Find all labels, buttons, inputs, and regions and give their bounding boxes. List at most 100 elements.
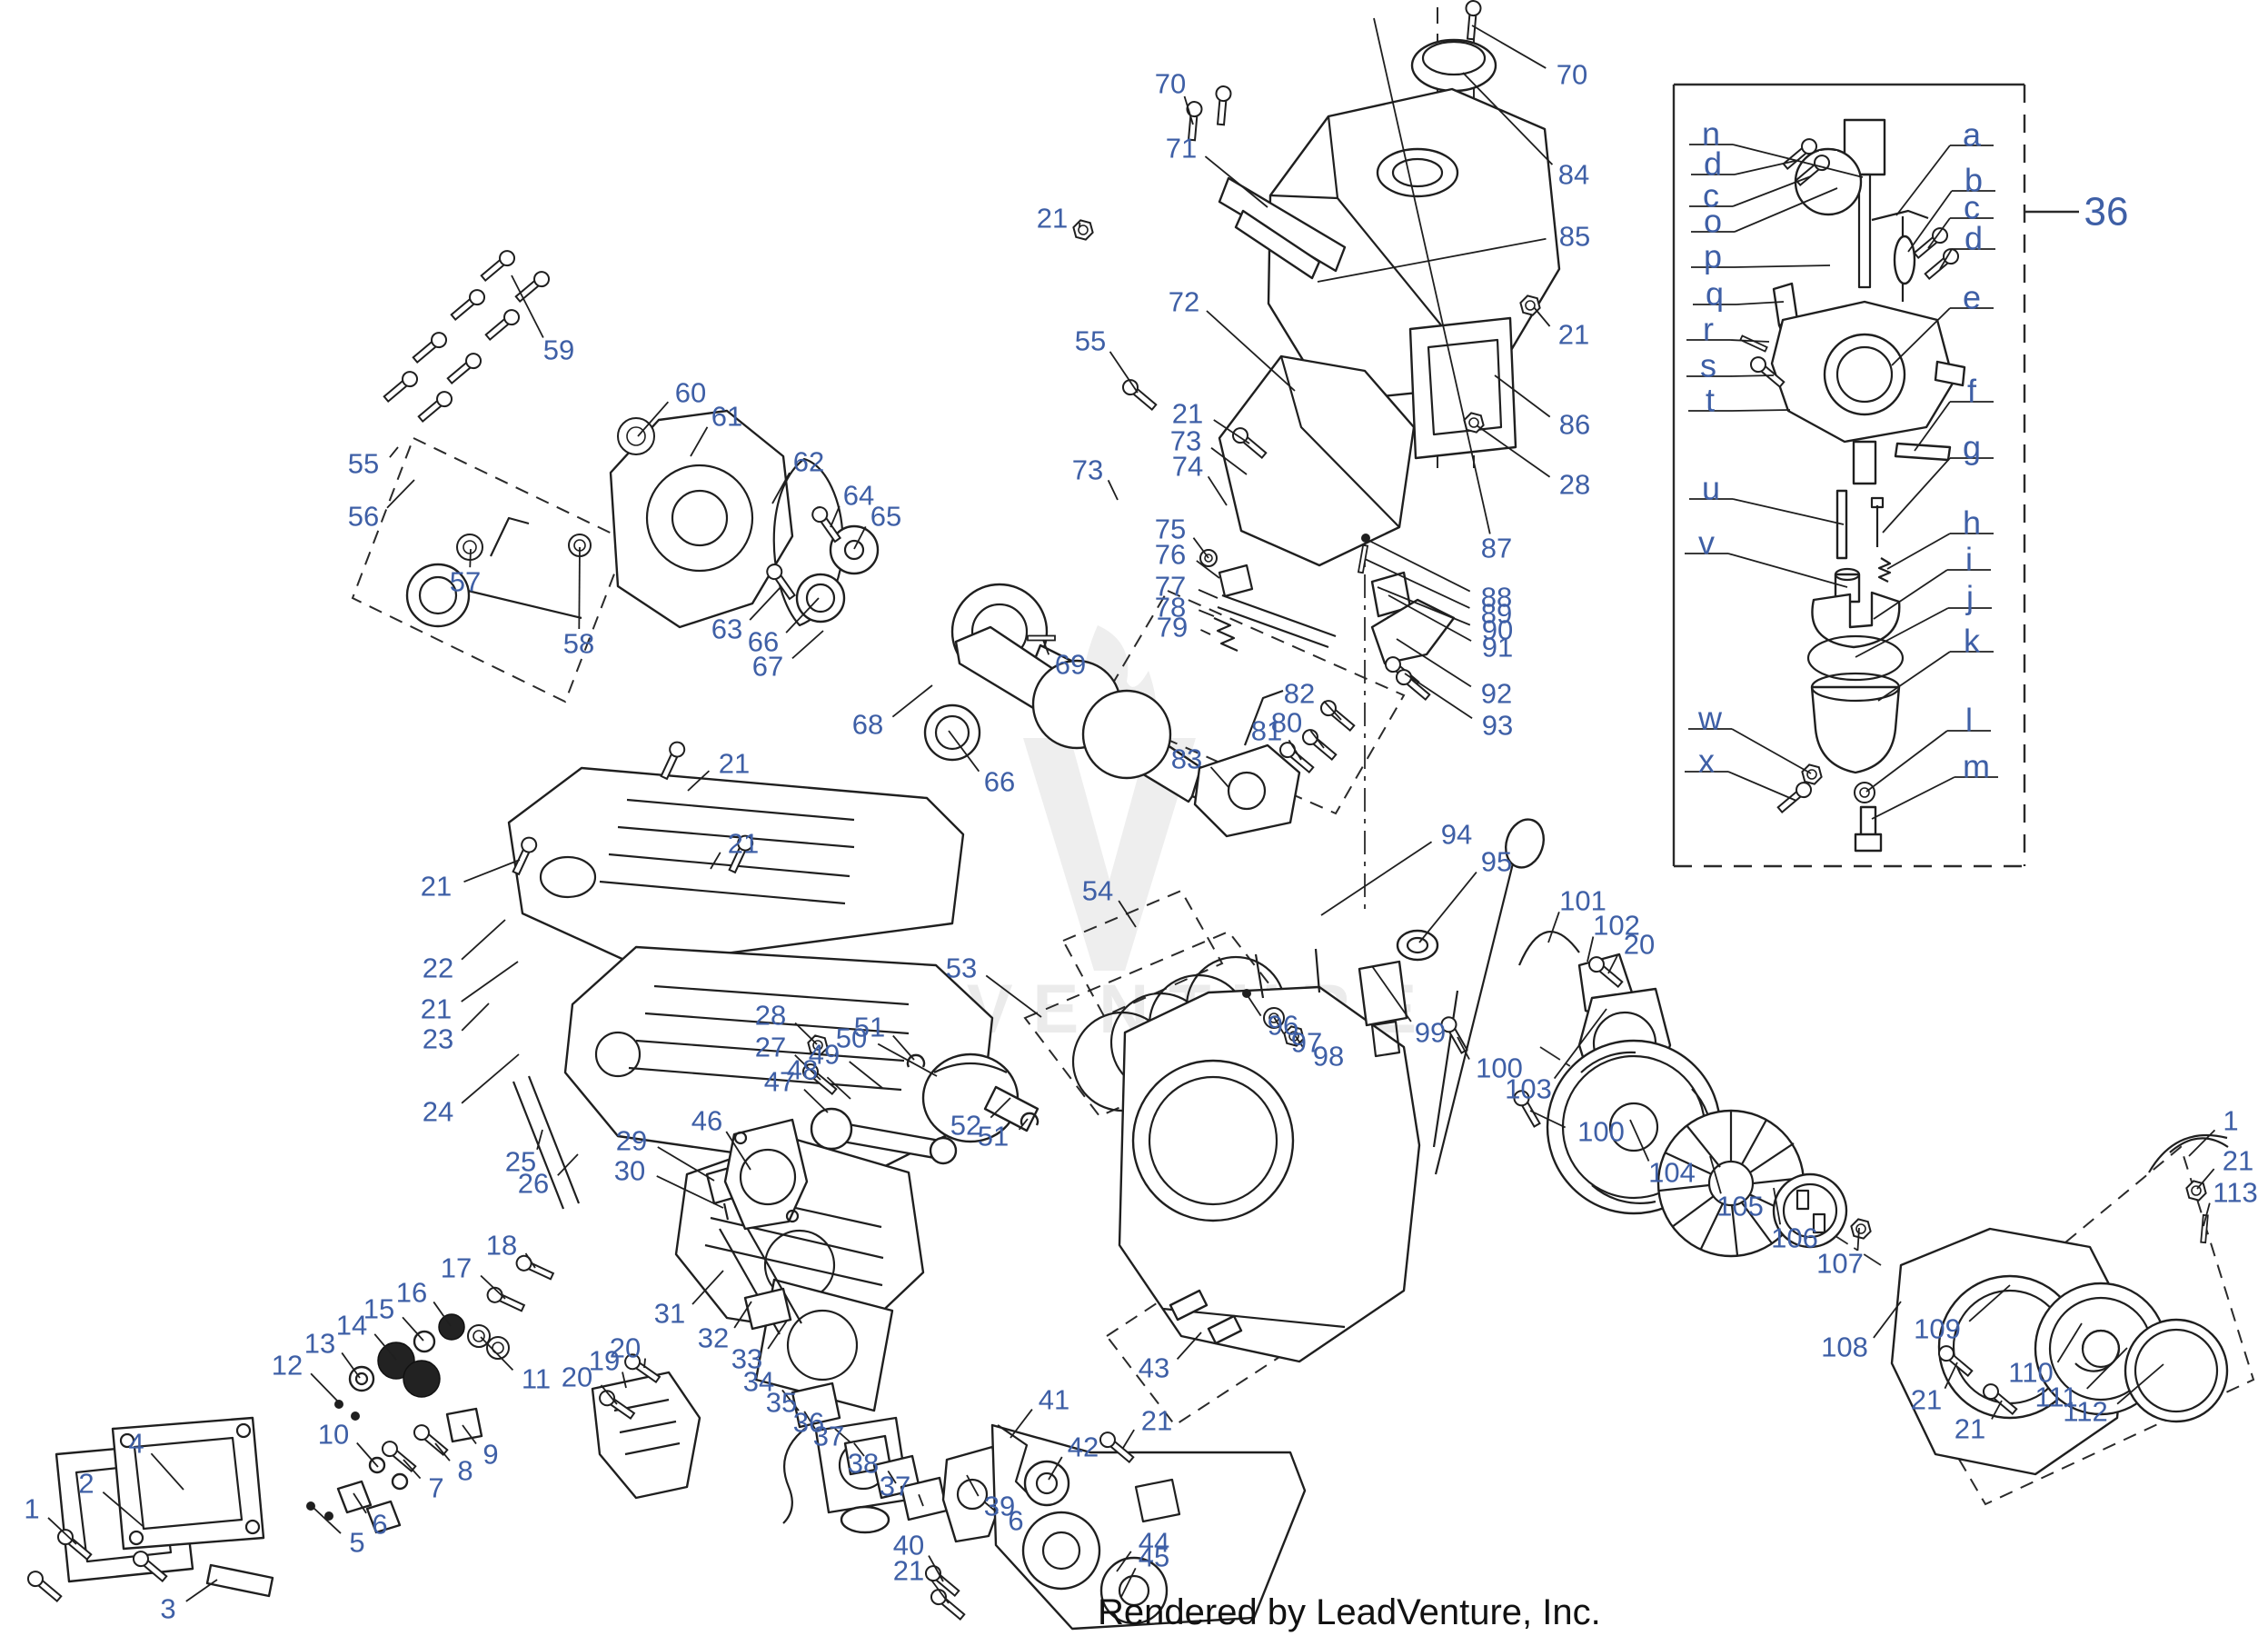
leader-line (1471, 25, 1547, 69)
dashed-box-68 (1096, 589, 1406, 815)
part-label-62: 62 (793, 446, 824, 478)
inset-number-label: 36 (2084, 190, 2129, 234)
dashed-box-54 (1061, 889, 1224, 1018)
part-label-9: 9 (482, 1439, 498, 1471)
bolt-icon (514, 271, 551, 304)
spring-retainer (348, 1365, 375, 1392)
part-label-75: 75 (1155, 514, 1186, 545)
leader-line (461, 1003, 490, 1032)
leader-line (725, 1131, 751, 1171)
breather-hose (1517, 931, 1580, 966)
part-label-21: 21 (893, 1555, 924, 1587)
insulator-gasket (791, 1382, 841, 1429)
leader-line (1494, 374, 1551, 418)
part-label-66: 66 (984, 766, 1015, 798)
carb-letter-q: q (1706, 275, 1724, 313)
leader-line (1010, 1408, 1033, 1439)
leader-line (462, 1424, 477, 1445)
part-label-98: 98 (1313, 1041, 1344, 1072)
carb-letter-u: u (1702, 470, 1720, 507)
leader-line (1895, 145, 1951, 216)
part-label-74: 74 (1172, 451, 1203, 483)
part-label-87: 87 (1481, 533, 1512, 564)
leader-line (1116, 1551, 1132, 1572)
part-label-110: 110 (2008, 1357, 2053, 1389)
part-label-99: 99 (1415, 1017, 1446, 1049)
part-label-53: 53 (946, 953, 977, 984)
leader-line (853, 1442, 865, 1457)
leader-line (1320, 841, 1433, 916)
footer-credit: Rendered by LeadVenture, Inc. (1098, 1592, 1601, 1632)
leader-line (1317, 237, 1547, 283)
leader-line (469, 548, 472, 568)
nut-icon (2185, 1180, 2207, 1202)
leader-line (1367, 539, 1471, 593)
leader-line (1364, 558, 1470, 609)
bolt-icon (1749, 356, 1786, 389)
part-label-21: 21 (1558, 319, 1589, 351)
leader-line (1404, 673, 1473, 719)
part-label-41: 41 (1039, 1384, 1069, 1416)
leader-line (1732, 498, 1845, 525)
part-label-104: 104 (1648, 1157, 1696, 1189)
bolt-icon (1776, 782, 1813, 814)
leader-line (794, 1022, 818, 1045)
heat-shroud (1218, 354, 1416, 567)
retaining-clip-icon (906, 1053, 926, 1068)
part-label-92: 92 (1481, 678, 1512, 710)
bolt-icon (412, 332, 448, 364)
dipstick-handle (1505, 818, 1545, 869)
bolt-icon (480, 250, 516, 283)
part-label-65: 65 (870, 501, 901, 533)
leader-line (389, 446, 399, 458)
part-label-30: 30 (614, 1155, 645, 1187)
bolt-icon (515, 1254, 555, 1281)
leader-line (1886, 533, 1951, 570)
carb-float (1811, 591, 1901, 649)
leader-line (1323, 700, 1342, 721)
part-label-21: 21 (1172, 398, 1203, 430)
leader-line (853, 526, 867, 550)
leader-line (1944, 1362, 1958, 1390)
part-label-5: 5 (349, 1527, 364, 1559)
part-label-14: 14 (336, 1310, 367, 1342)
part-label-26: 26 (518, 1168, 549, 1200)
governor-spring (1213, 616, 1238, 653)
bolt-icon (484, 309, 521, 342)
part-label-66: 66 (748, 626, 779, 658)
leader-line (1371, 965, 1412, 1023)
bolt-icon (446, 353, 482, 385)
leader-line (1206, 310, 1296, 392)
carb-throat (1852, 440, 1877, 485)
bolt-icon (26, 1571, 63, 1603)
carb-letter-l: l (1965, 702, 1973, 739)
leader-line (1120, 1567, 1137, 1598)
part-label-86: 86 (1559, 409, 1590, 441)
part-label-45: 45 (1139, 1541, 1169, 1573)
carb-letter-x: x (1698, 743, 1715, 780)
carb-letter-i: i (1965, 541, 1973, 578)
part-label-22: 22 (423, 953, 453, 984)
leader-line (1196, 560, 1220, 579)
exhaust-gasket (723, 1118, 809, 1231)
leader-line (1734, 264, 1831, 268)
leader-line (826, 1076, 851, 1100)
leader-line (767, 1320, 788, 1350)
bolt-icon (1513, 1090, 1541, 1128)
dipstick (1434, 863, 1515, 1175)
part-label-93: 93 (1482, 710, 1513, 742)
bolt-icon (413, 1424, 449, 1457)
leader-line (1213, 419, 1250, 444)
part-label-6: 6 (372, 1509, 387, 1541)
part-label-25: 25 (505, 1146, 536, 1178)
part-label-64: 64 (843, 480, 874, 512)
leader-line (1042, 639, 1050, 655)
leader-line (1927, 217, 1951, 249)
part-label-21: 21 (1037, 203, 1068, 234)
cover-gasket (111, 1416, 265, 1551)
leader-line (1476, 424, 1551, 478)
part-label-11: 11 (522, 1363, 551, 1395)
fuel-cap (1410, 38, 1497, 93)
breather-tube (205, 1563, 274, 1598)
part-label-79: 79 (1157, 612, 1188, 643)
